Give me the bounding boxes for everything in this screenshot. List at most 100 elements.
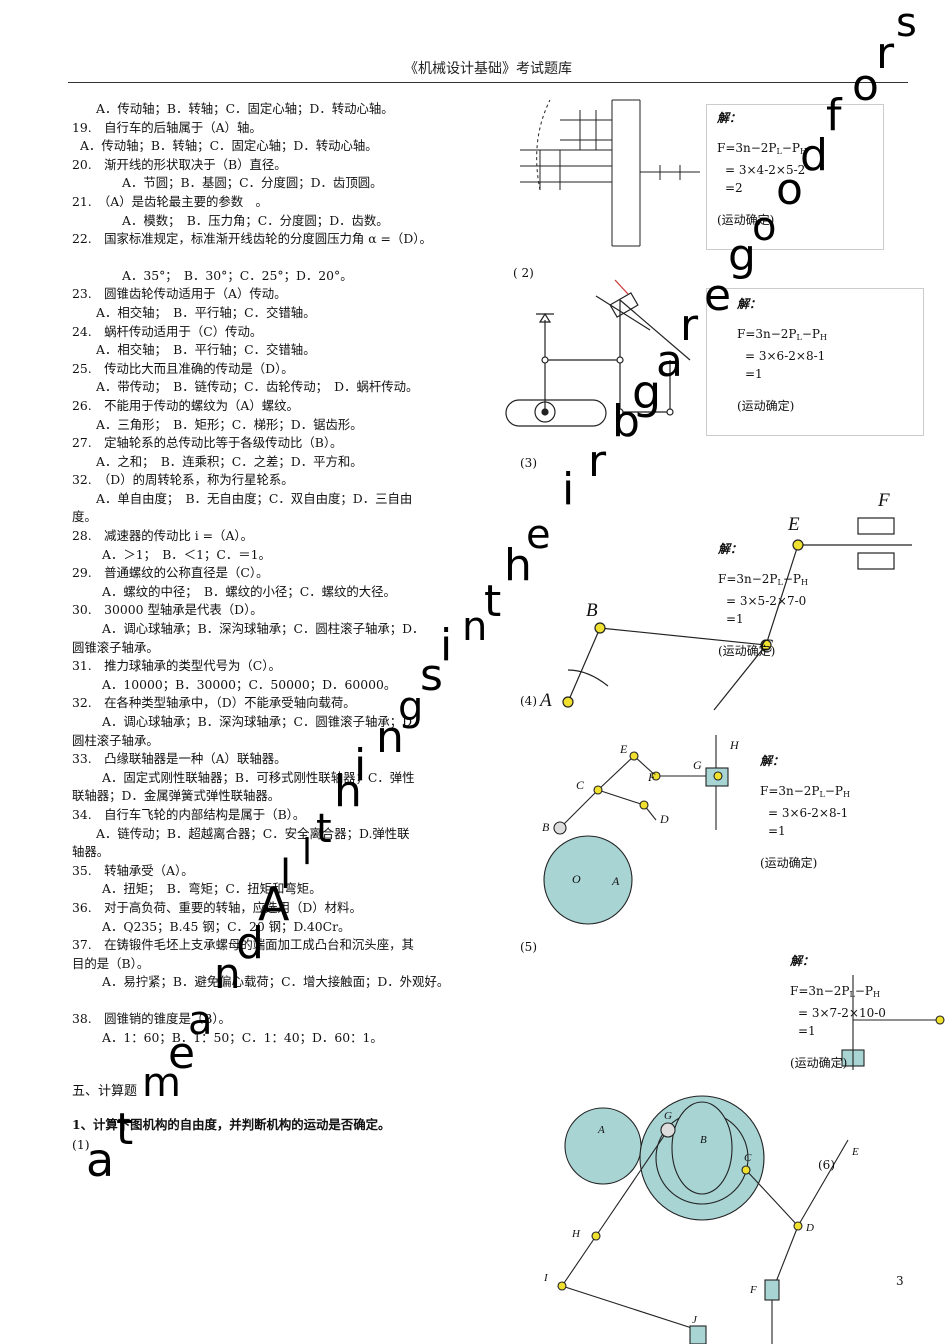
figure-4-drawing <box>562 517 912 711</box>
formula-text: −P <box>824 784 843 798</box>
formula-text: F=3n−2P <box>718 572 778 586</box>
solution-step: =1 <box>745 367 763 381</box>
question-line: A．螺纹的中径； B．螺纹的小径；C．螺纹的大径。 <box>102 583 396 599</box>
point-label: F <box>878 490 890 511</box>
figure-label-3: (3) <box>520 456 537 470</box>
formula-subscript: H <box>799 147 807 156</box>
question-line: 轴器。 <box>72 844 110 860</box>
figure-label-4: (4) <box>520 694 537 708</box>
point-label: H <box>730 738 739 752</box>
point-label: E <box>620 742 628 756</box>
solution-box-5: 解：F=3n−2PL−PH= 3×6-2×8-1=1(运动确定) <box>760 752 910 872</box>
point-label: B <box>542 820 550 834</box>
solution-step: = 3×6-2×8-1 <box>768 806 849 820</box>
solution-box-4: 解：F=3n−2PL−PH= 3×5-2×7-0=1(运动确定) <box>718 540 858 660</box>
point-label: C <box>760 636 773 657</box>
solution-step: =1 <box>726 612 744 626</box>
question-line: 32. （D）的周转轮系，称为行星轮系。 <box>72 472 294 488</box>
solution-step: = 3×5-2×7-0 <box>726 594 807 608</box>
point-label: A <box>612 874 620 888</box>
question-line: A．相交轴； B．平行轴；C．交错轴。 <box>96 304 316 320</box>
question-line: 24. 蜗杆传动适用于（C）传动。 <box>72 323 263 339</box>
question-line: A．调心球轴承；B．深沟球轴承；C．圆锥滚子轴承；D． <box>102 714 425 729</box>
figure-label-6: (6) <box>818 1158 835 1172</box>
solution-formula: F=3n−2PL−PH <box>717 139 873 161</box>
question-line: 目的是（B）。 <box>72 955 150 971</box>
point-label: B <box>586 600 598 621</box>
formula-text: −P <box>781 141 800 155</box>
question-line: 35. 转轴承受（A）。 <box>72 862 194 878</box>
formula-text: −P <box>801 327 820 341</box>
question-line: 31. 推力球轴承的类型代号为（C）。 <box>72 658 281 674</box>
question-line: 28. 减速器的传动比 i =（A）。 <box>72 528 253 544</box>
formula-text: −P <box>854 984 873 998</box>
question-line: 19. 自行车的后轴属于（A）轴。 <box>72 119 262 135</box>
page-number: 3 <box>896 1274 904 1288</box>
question-line: 度。 <box>72 509 97 525</box>
question-line: A．带传动； B．链传动；C．齿轮传动； D．蜗杆传动。 <box>96 379 419 395</box>
question-line: A．＞1； B．＜1；C．＝1。 <box>102 546 271 562</box>
figure-label-1: (1) <box>72 1137 90 1152</box>
question-line: A．单自由度； B．无自由度；C．双自由度；D．三自由 <box>96 490 413 506</box>
question-line: 26. 不能用于传动的螺纹为（A）螺纹。 <box>72 397 299 413</box>
question-line: 33. 凸缘联轴器是一种（A）联轴器。 <box>72 751 287 767</box>
figure-3-drawing <box>505 279 691 427</box>
solution-formula: F=3n−2PL−PH <box>760 782 910 804</box>
solution-heading: 解： <box>737 297 762 311</box>
solution-step: =1 <box>768 824 786 838</box>
solution-step: = 3×6-2×8-1 <box>745 349 826 363</box>
point-label: A <box>598 1124 605 1136</box>
page-header: 《机械设计基础》考试题库 <box>68 58 908 83</box>
formula-text: F=3n−2P <box>737 327 797 341</box>
figure-5-drawing <box>543 735 729 925</box>
solution-result: (运动确定) <box>718 644 776 658</box>
formula-subscript: L <box>777 578 783 587</box>
figure-label-5: (5) <box>520 940 537 954</box>
question-line: 联轴器；D．金属弹簧式弹性联轴器。 <box>72 788 281 804</box>
point-label: E <box>788 514 800 535</box>
question-line: A．传动轴；B．转轴；C．固定心轴；D．转动心轴。 <box>96 101 394 116</box>
point-label: H <box>572 1228 580 1240</box>
question-line: A．10000；B．30000；C．50000；D．60000。 <box>102 676 397 692</box>
section-title: 五、计算题 <box>72 1084 138 1099</box>
solution-result: (运动确定) <box>717 213 775 227</box>
question-line: 34. 自行车飞轮的内部结构是属于（B）。 <box>72 806 306 822</box>
formula-text: F=3n−2P <box>790 984 850 998</box>
formula-subscript: L <box>819 790 825 799</box>
point-label: O <box>572 872 581 886</box>
page-header-title: 《机械设计基础》考试题库 <box>404 61 572 77</box>
solution-result: (运动确定) <box>790 1056 848 1070</box>
formula-subscript: L <box>776 147 782 156</box>
question-line: 36. 对于高负荷、重要的转轴，应选用（D）材料。 <box>72 899 362 915</box>
question-line: A．链传动；B．超越离合器；C．安全离合器；D.弹性联 <box>96 825 410 841</box>
question-line: A．模数； B．压力角；C．分度圆；D．齿数。 <box>122 212 389 228</box>
question-line: 32. 在各种类型轴承中，（D）不能承受轴向载荷。 <box>72 695 356 711</box>
question-line: A．1：60；B．1：50；C．1：40；D．60：1。 <box>102 1029 383 1045</box>
question-line: 22. 国家标准规定，标准渐开线齿轮的分度圆压力角 α =（D）。 <box>72 231 432 247</box>
question-line: A．调心球轴承；B．深沟球轴承；C．圆柱滚子轴承；D． <box>102 621 425 637</box>
point-label: D <box>806 1222 814 1234</box>
formula-text: F=3n−2P <box>760 784 820 798</box>
figure-2-drawing <box>520 99 700 247</box>
question-line: A．固定式刚性联轴器；B．可移式刚性联轴器；C．弹性 <box>102 769 415 785</box>
point-label: J <box>692 1314 697 1326</box>
figure-label-2: ( 2) <box>513 266 534 280</box>
point-label: C <box>576 778 585 792</box>
question-line: 29. 普通螺纹的公称直径是（C）。 <box>72 565 269 581</box>
figure-6-drawing <box>557 975 945 1344</box>
question-line: 27. 定轴轮系的总传动比等于各级传动比（B）。 <box>72 435 343 451</box>
solution-box-3: 解：F=3n−2PL−PH= 3×6-2×8-1=1(运动确定) <box>706 288 924 436</box>
question-line: A．相交轴； B．平行轴；C．交错轴。 <box>96 342 316 358</box>
solution-formula: F=3n−2PL−PH <box>718 570 858 592</box>
formula-subscript: L <box>849 990 855 999</box>
formula-subscript: H <box>800 578 808 587</box>
solution-step: = 3×4-2×5-2 <box>725 163 806 177</box>
question-line: A．Q235；B.45 钢；C．20 钢；D.40Cr。 <box>102 918 351 934</box>
formula-text: −P <box>782 572 801 586</box>
point-label: D <box>660 812 669 826</box>
point-label: C <box>744 1152 752 1164</box>
question-line: A．节圆；B．基圆；C．分度圆；D．齿顶圆。 <box>122 175 383 191</box>
solution-box-6: 解：F=3n−2PL−PH= 3×7-2×10-0=1(运动确定) <box>790 952 940 1072</box>
point-label: E <box>852 1146 859 1158</box>
point-label: G <box>693 758 702 772</box>
